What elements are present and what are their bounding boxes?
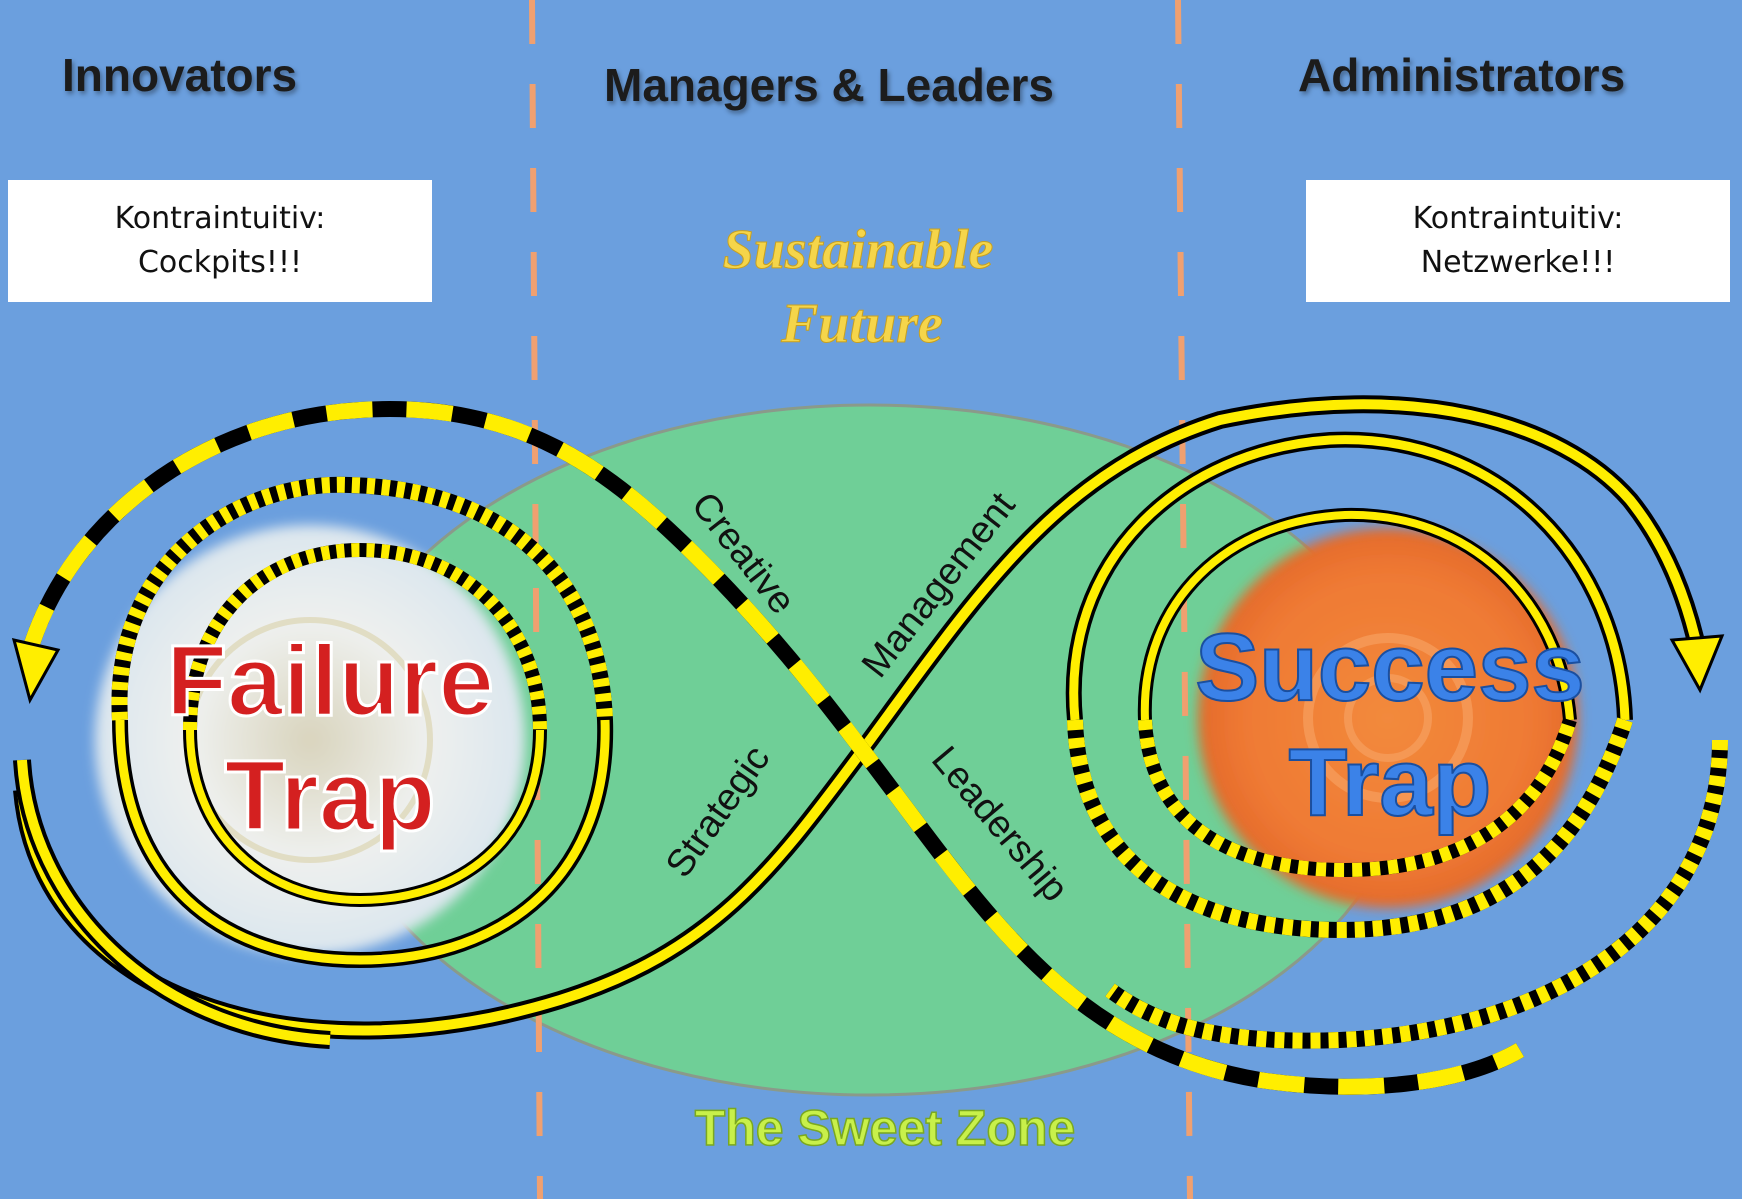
sweet-zone-label: The Sweet Zone (695, 1100, 1076, 1156)
failure-trap-line2: Trap (224, 740, 435, 852)
column-title-administrators: Administrators (1298, 49, 1626, 101)
failure-trap-line1: Failure (166, 625, 494, 737)
success-dashed-spirals (1067, 717, 1728, 1049)
strategic-management-path (13, 395, 1725, 1040)
column-title-innovators: Innovators (62, 49, 298, 101)
note-right-line2: Netzwerke!!! (1420, 245, 1616, 280)
sustainable-future-line2: Future (780, 293, 943, 355)
note-box-left: Kontraintuitiv: Cockpits!!! (8, 180, 432, 302)
success-trap-inner-ring-2 (1344, 674, 1432, 762)
note-left-line1: Kontraintuitiv: (114, 201, 326, 236)
note-box-right: Kontraintuitiv: Netzwerke!!! (1306, 180, 1730, 302)
success-trap-disc (1198, 528, 1578, 908)
left-divider (529, 0, 543, 1199)
success-trap-inner-ring (1303, 633, 1473, 803)
success-trap-line1: Success (1195, 614, 1585, 721)
column-title-managers-leaders: Managers & Leaders (604, 59, 1054, 111)
creative-leadership-path (11, 401, 1525, 1095)
failure-rings (13, 476, 614, 1049)
sustainable-future-line1: Sustainable (723, 219, 994, 281)
failure-trap-disc (95, 525, 525, 955)
note-left-line2: Cockpits!!! (137, 245, 303, 280)
success-inner-spiral (1065, 431, 1633, 721)
success-trap-line2: Trap (1289, 729, 1492, 836)
note-right-line1: Kontraintuitiv: (1412, 201, 1624, 236)
